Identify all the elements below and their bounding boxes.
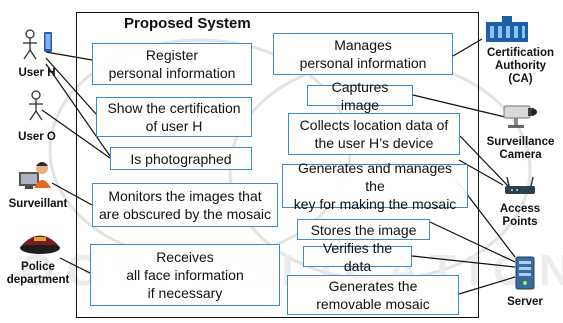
surveillant-monitor-icon (19, 162, 51, 189)
usecase-receives-line-3: if necessary (147, 285, 223, 301)
usecase-register: Register personal information (92, 43, 252, 85)
usecase-verifies-data: Verifies the data (303, 240, 412, 274)
usecase-manages-line-2: personal information (299, 55, 427, 71)
actor-police-line-1: Police (21, 261, 55, 273)
usecase-captures-line-1: Captures image (331, 78, 389, 113)
usecase-receives-line-1: Receives (156, 249, 214, 265)
actor-access-points-line-1: Access (499, 203, 541, 215)
actor-ca-line-3: (CA) (508, 73, 533, 85)
user-h-stick-figure-icon (23, 29, 52, 60)
usecase-generates-key-line-1: Generates and manages the (297, 160, 453, 194)
usecase-receives-line-2: all face information (126, 267, 244, 283)
user-o-stick-figure-icon (29, 90, 43, 121)
actor-police-label: Police department (2, 261, 74, 287)
actor-access-points-line-2: Points (502, 216, 538, 228)
actor-camera-line-2: Camera (499, 149, 542, 161)
usecase-generates-key: Generates and manages the key for making… (282, 160, 468, 212)
actor-ca-line-2: Authority (494, 60, 547, 72)
server-icon (515, 256, 535, 290)
usecase-monitors-images-line-2: are obscured by the mosaic (99, 206, 271, 222)
actor-camera-line-1: Surveillance (486, 136, 555, 148)
police-cap-icon (20, 235, 60, 254)
actor-server-label: Server (507, 296, 543, 308)
usecase-verifies-line-1: Verifies the data (322, 239, 393, 274)
actor-police-line-2: department (6, 274, 70, 286)
usecase-stores-image: Stores the image (297, 219, 430, 240)
actor-surveillant-label: Surveillant (8, 198, 68, 210)
usecase-manages-line-1: Manages (334, 37, 392, 53)
usecase-generates-mosaic-line-2: removable mosaic (316, 296, 430, 312)
usecase-collects-location: Collects location data of the user H’s d… (288, 113, 460, 155)
usecase-generates-mosaic-line-1: Generates the (328, 278, 418, 294)
actor-ca-label: Certification Authority (CA) (478, 47, 563, 86)
actor-user-o-label: User O (18, 131, 56, 143)
usecase-receives-face-info: Receives all face information if necessa… (90, 244, 280, 306)
usecase-register-line-1: Register (145, 47, 199, 63)
actor-access-points-label: Access Points (485, 203, 555, 229)
usecase-monitors-images-line-1: Monitors the images that (108, 188, 262, 204)
usecase-captures-image: Captures image (307, 79, 413, 113)
usecase-generates-mosaic: Generates the removable mosaic (287, 275, 459, 315)
usecase-is-photographed: Is photographed (110, 147, 252, 170)
usecase-show-certification-line-1: Show the certification (107, 100, 241, 116)
actor-user-h-label: User H (18, 67, 56, 79)
actor-camera-label: Surveillance Camera (478, 136, 563, 162)
usecase-stores-line-1: Stores the image (310, 221, 417, 238)
usecase-show-certification-line-2: of user H (145, 118, 203, 134)
surveillance-camera-icon (503, 105, 537, 128)
usecase-show-certification: Show the certification of user H (96, 97, 252, 137)
usecase-is-photographed-line-1: Is photographed (130, 150, 232, 167)
actor-ca-line-1: Certification (486, 47, 555, 59)
usecase-collects-line-1: Collects location data of (299, 117, 449, 133)
usecase-collects-line-2: the user H’s device (314, 135, 434, 151)
usecase-generates-key-line-2: key for making the mosaic (293, 196, 457, 212)
usecase-register-line-2: personal information (108, 65, 236, 81)
usecase-monitors-images: Monitors the images that are obscured by… (92, 183, 278, 227)
usecase-manages-personal-info: Manages personal information (273, 33, 453, 75)
system-title: Proposed System (124, 15, 251, 32)
access-point-router-icon (505, 176, 535, 194)
certification-authority-building-icon (486, 16, 528, 42)
